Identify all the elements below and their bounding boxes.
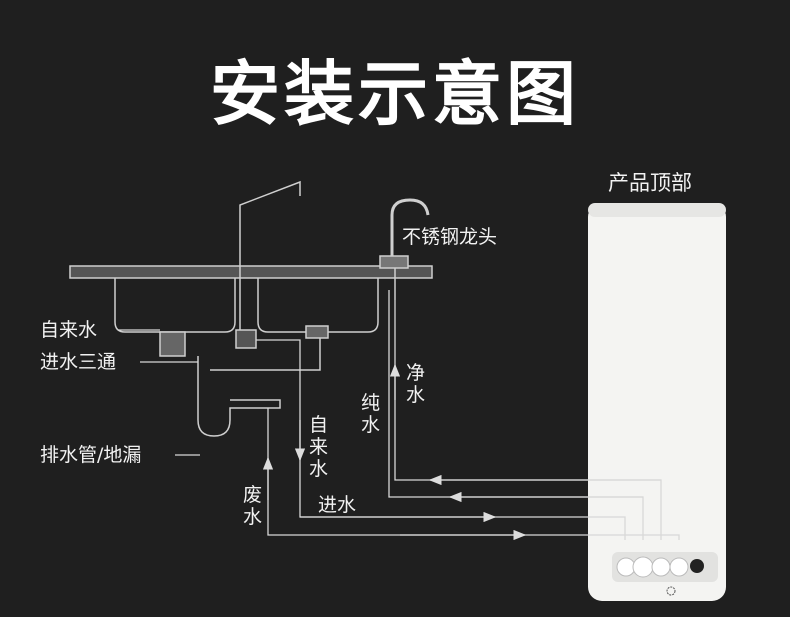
waste-water-label: 废水 [243,484,263,528]
clean-water-label: 净水 [406,362,426,406]
sink [69,180,433,437]
inlet-label: 进水 [318,494,357,516]
purifier-product [588,203,726,601]
drain-label: 排水管/地漏 [40,444,142,466]
tee-label: 进水三通 [40,351,117,373]
pure-water-label: 纯水 [361,392,381,436]
tap-water-label: 自来水 [40,319,98,341]
product-top-label: 产品顶部 [608,171,692,195]
tap-water-line-label: 自来水 [309,414,329,480]
page-title: 安装示意图 [210,53,580,135]
water-lines [118,290,680,541]
faucet-label: 不锈钢龙头 [402,226,498,248]
